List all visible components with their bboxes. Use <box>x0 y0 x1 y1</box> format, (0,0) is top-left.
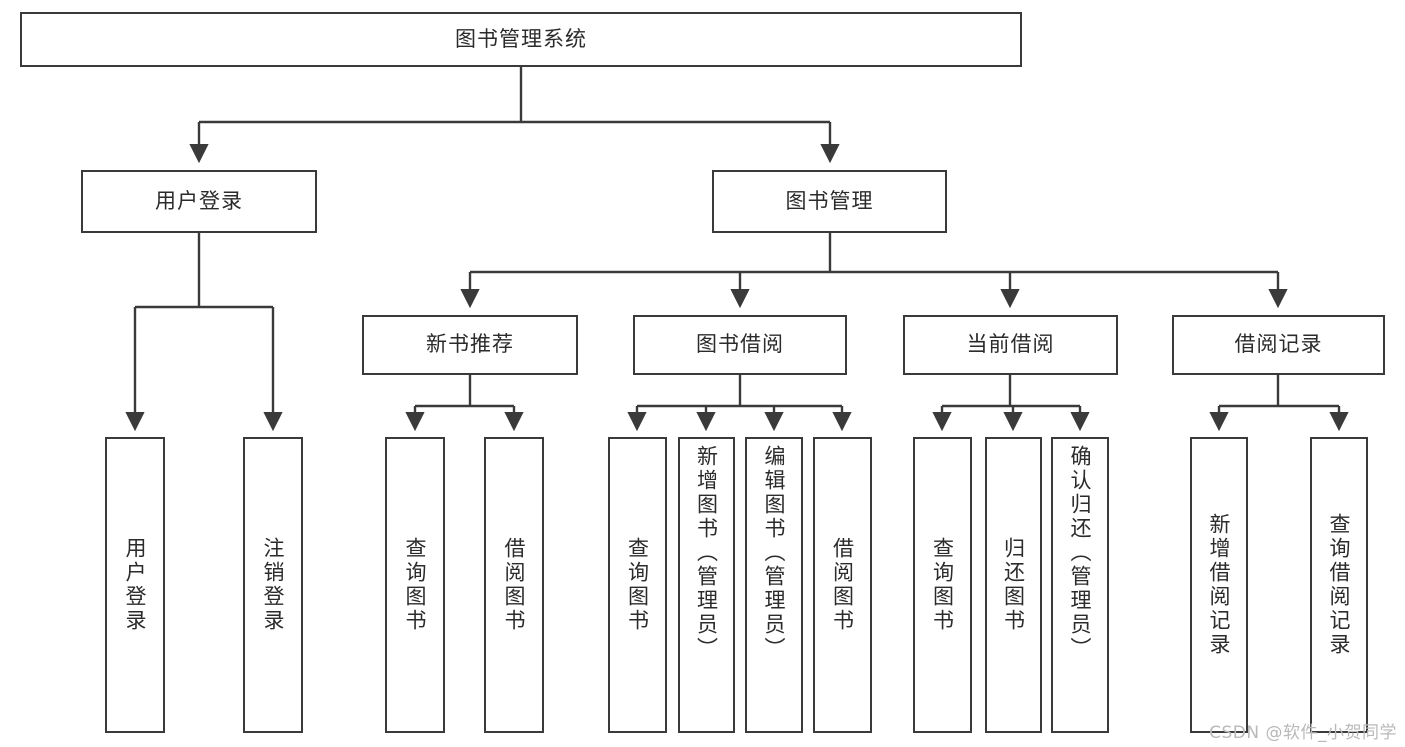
node-leaf-confirm-return-label: 确认归还（管理员） <box>1068 445 1092 661</box>
watermark-text: CSDN @软件_小贺同学 <box>1209 723 1397 743</box>
node-leaf-query-book-cur-label: 查询图书 <box>930 537 955 633</box>
node-leaf-logout[interactable]: 注销登录 <box>243 437 303 733</box>
node-borrow-record[interactable]: 借阅记录 <box>1172 315 1385 375</box>
node-leaf-add-book-label: 新增图书（管理员） <box>694 445 719 661</box>
node-leaf-user-login[interactable]: 用户登录 <box>105 437 165 733</box>
node-user-login-label: 用户登录 <box>155 188 243 213</box>
node-leaf-query-record-label: 查询借阅记录 <box>1327 513 1351 657</box>
node-current-borrow-label: 当前借阅 <box>966 332 1055 357</box>
node-leaf-borrow-book[interactable]: 借阅图书 <box>813 437 872 733</box>
node-new-book-recommend-label: 新书推荐 <box>426 332 514 357</box>
node-user-login[interactable]: 用户登录 <box>81 170 317 233</box>
node-leaf-edit-book[interactable]: 编辑图书（管理员） <box>745 437 803 733</box>
node-book-manage-label: 图书管理 <box>785 188 874 213</box>
node-current-borrow[interactable]: 当前借阅 <box>903 315 1118 375</box>
node-new-book-recommend[interactable]: 新书推荐 <box>362 315 578 375</box>
node-book-borrow-label: 图书借阅 <box>696 332 784 357</box>
node-leaf-confirm-return[interactable]: 确认归还（管理员） <box>1051 437 1109 733</box>
node-leaf-add-book[interactable]: 新增图书（管理员） <box>678 437 735 733</box>
node-leaf-borrow-book-label: 借阅图书 <box>830 537 855 633</box>
node-leaf-add-record-label: 新增借阅记录 <box>1207 513 1231 657</box>
node-leaf-query-book-label: 查询图书 <box>625 537 650 633</box>
node-book-borrow[interactable]: 图书借阅 <box>633 315 847 375</box>
node-leaf-return-book-label: 归还图书 <box>1001 537 1026 633</box>
node-root[interactable]: 图书管理系统 <box>20 12 1022 67</box>
node-leaf-borrow-book-rec[interactable]: 借阅图书 <box>484 437 544 733</box>
node-leaf-user-login-label: 用户登录 <box>123 537 147 633</box>
node-leaf-query-book-rec[interactable]: 查询图书 <box>385 437 445 733</box>
node-leaf-logout-label: 注销登录 <box>261 537 285 633</box>
node-leaf-query-book[interactable]: 查询图书 <box>608 437 667 733</box>
node-leaf-edit-book-label: 编辑图书（管理员） <box>762 445 786 661</box>
node-leaf-return-book[interactable]: 归还图书 <box>985 437 1042 733</box>
node-leaf-query-book-cur[interactable]: 查询图书 <box>913 437 972 733</box>
node-leaf-query-book-rec-label: 查询图书 <box>403 537 427 633</box>
node-leaf-borrow-book-rec-label: 借阅图书 <box>502 537 526 633</box>
node-leaf-query-record[interactable]: 查询借阅记录 <box>1310 437 1368 733</box>
node-leaf-add-record[interactable]: 新增借阅记录 <box>1190 437 1248 733</box>
node-book-manage[interactable]: 图书管理 <box>712 170 947 233</box>
node-root-label: 图书管理系统 <box>455 26 587 51</box>
node-borrow-record-label: 借阅记录 <box>1234 332 1323 357</box>
